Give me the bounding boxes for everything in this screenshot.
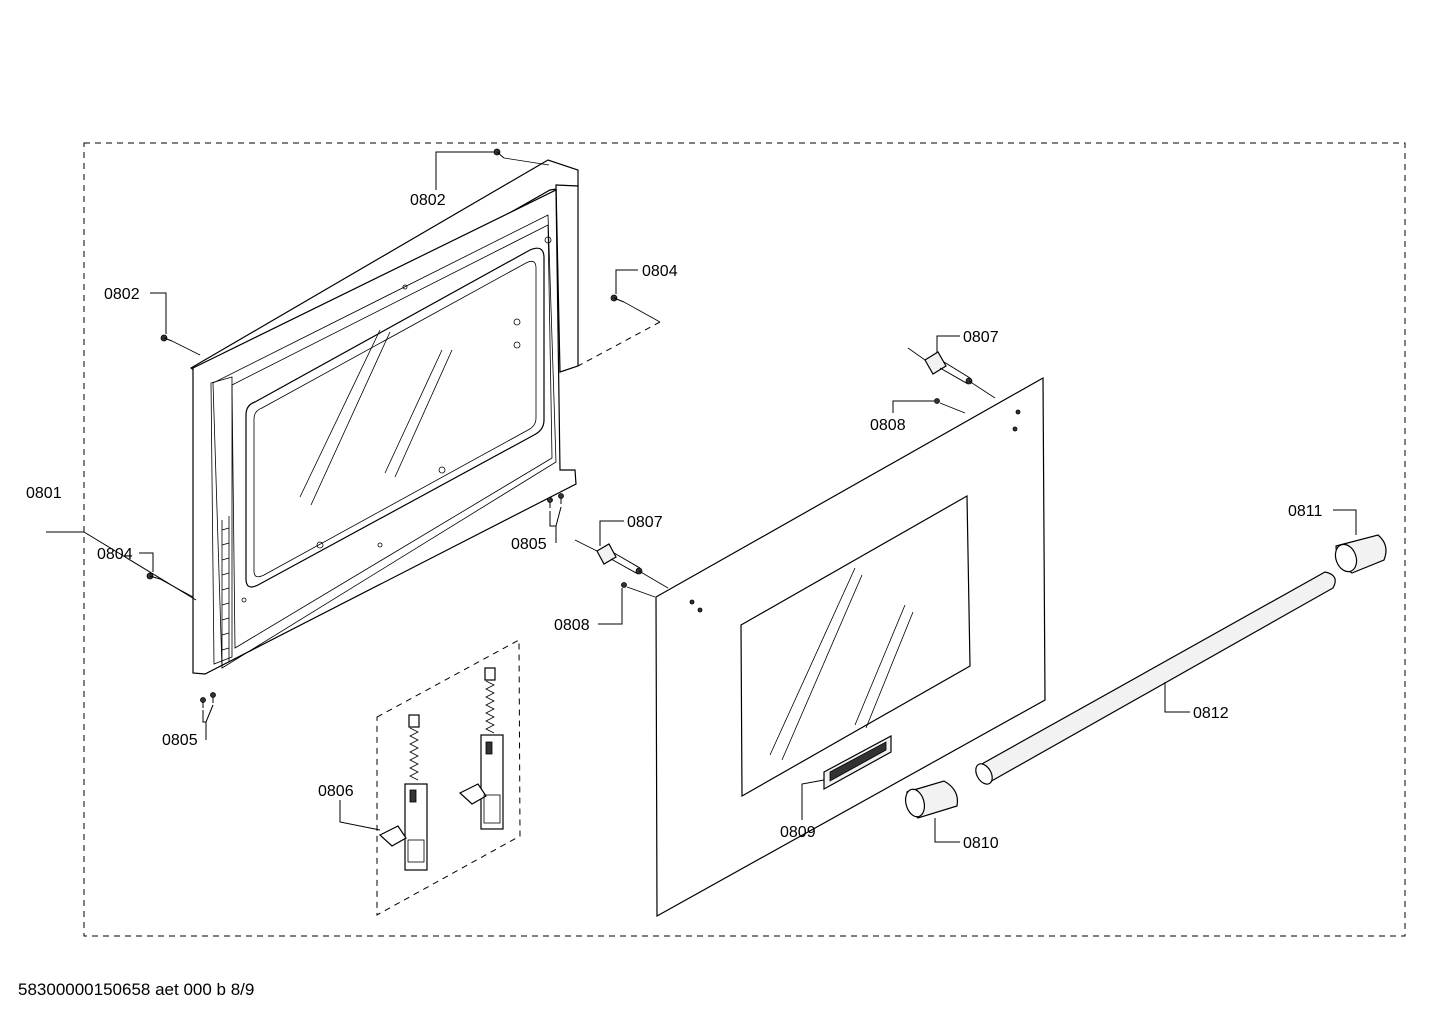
label-0811: 0811 bbox=[1288, 503, 1323, 520]
screws-0805-mid bbox=[547, 493, 564, 508]
label-0805-mid: 0805 bbox=[511, 536, 547, 553]
label-0808-top: 0808 bbox=[870, 417, 906, 434]
pin-0807-top bbox=[924, 351, 973, 385]
screw-0804-right bbox=[610, 294, 625, 303]
label-0805-bottom: 0805 bbox=[162, 732, 198, 749]
handle-end-cap-right bbox=[1334, 534, 1387, 574]
screw-0802-left bbox=[160, 334, 173, 342]
label-0812: 0812 bbox=[1193, 705, 1229, 722]
screw-0808-mid bbox=[621, 582, 627, 588]
handle-bar bbox=[975, 571, 1336, 785]
label-0806: 0806 bbox=[318, 783, 354, 800]
label-0804-left: 0804 bbox=[97, 546, 133, 563]
hinge-right bbox=[458, 667, 504, 830]
label-0804-right: 0804 bbox=[642, 263, 678, 280]
screw-0802-top bbox=[493, 148, 505, 159]
label-0808-mid: 0808 bbox=[554, 617, 590, 634]
front-door-panel bbox=[655, 376, 1046, 918]
screws-0805-bottom bbox=[200, 692, 216, 708]
screw-0808-top bbox=[934, 398, 940, 404]
hinge-left bbox=[378, 714, 428, 871]
label-0801: 0801 bbox=[26, 485, 62, 502]
handle-end-cap-left bbox=[904, 780, 959, 819]
label-0802-top: 0802 bbox=[410, 192, 446, 209]
label-0807-top: 0807 bbox=[963, 329, 999, 346]
pin-0807-mid bbox=[596, 543, 643, 575]
label-0810: 0810 bbox=[963, 835, 999, 852]
hinge-group bbox=[376, 639, 521, 916]
label-0809: 0809 bbox=[780, 824, 816, 841]
assembly-boundary bbox=[83, 142, 1406, 937]
document-id: 58300000150658 aet 000 b 8/9 bbox=[18, 980, 255, 999]
label-0807-mid: 0807 bbox=[627, 514, 663, 531]
label-0802-left: 0802 bbox=[104, 286, 140, 303]
inner-door-frame bbox=[189, 159, 579, 675]
screw-0804-left bbox=[146, 572, 161, 580]
